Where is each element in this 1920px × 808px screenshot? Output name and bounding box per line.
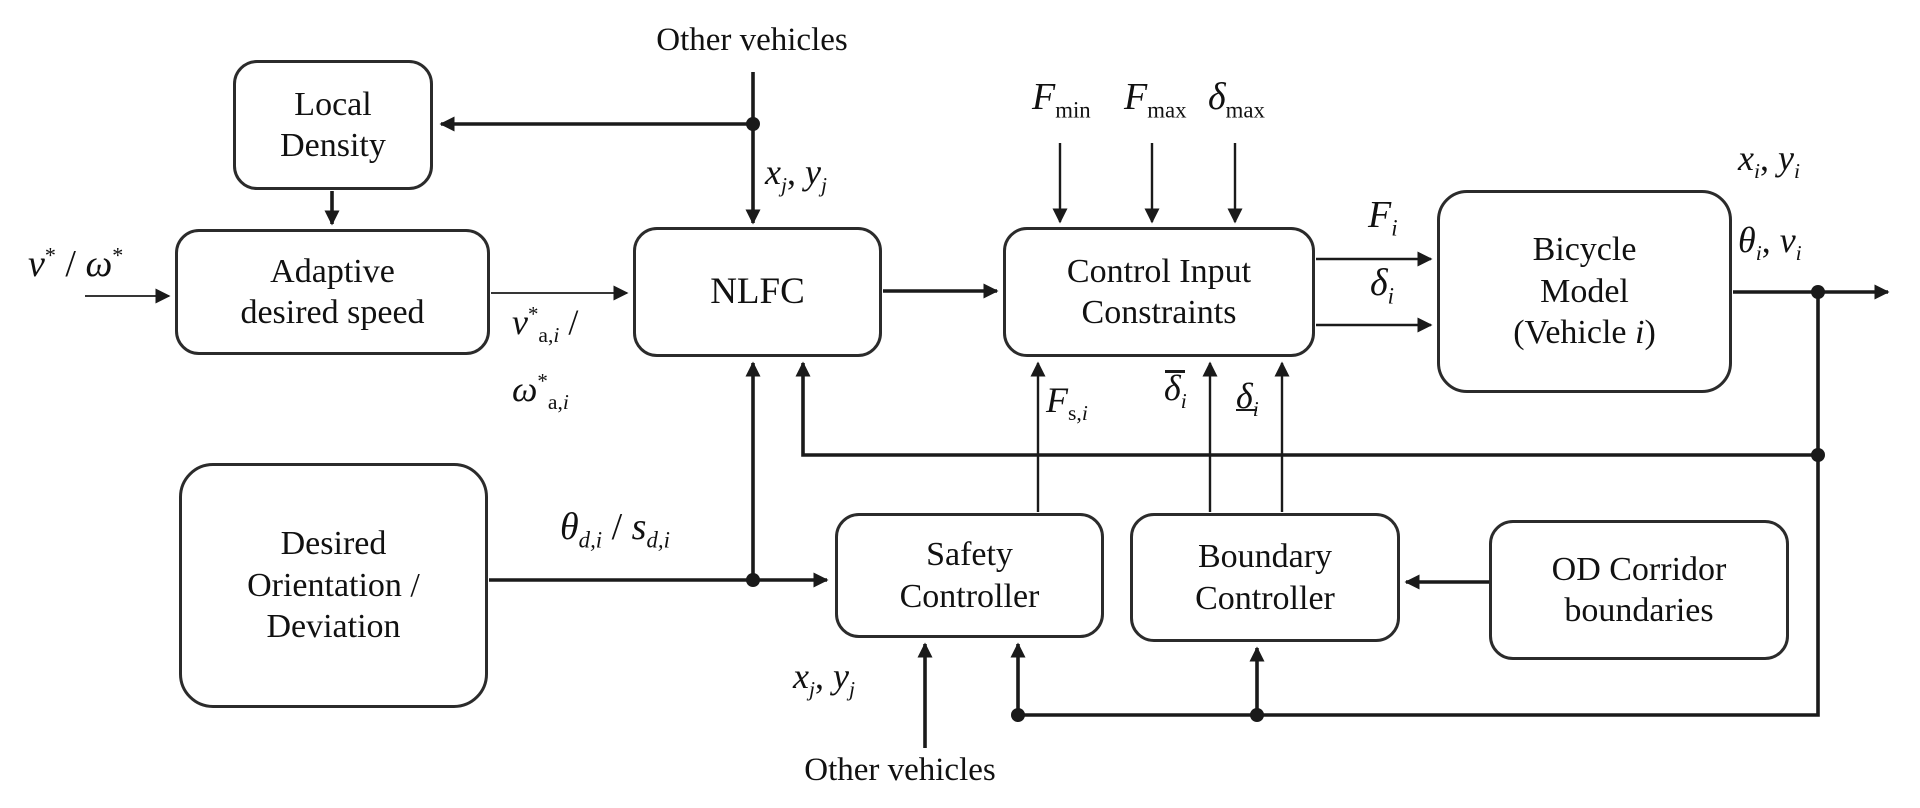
other-vehicles-top-label: Other vehicles [656, 22, 848, 58]
f-max-label: Fmax [1124, 76, 1187, 123]
junction-dot-theta-d [746, 573, 760, 587]
nlfc-box: NLFC [633, 227, 882, 357]
delta-max-label: δmax [1208, 76, 1265, 123]
line-state-feedback-to-nlfc [795, 361, 1818, 457]
v-star-omega-star-label: v* / ω* [28, 242, 124, 285]
delta-upper-i-label: δi [1164, 368, 1187, 414]
f-s-i-label: Fs,i [1046, 380, 1088, 426]
x-j-y-j-bottom-label: xj, yj [793, 656, 855, 702]
x-j-y-j-top-label: xj, yj [765, 152, 827, 198]
line-feedback-right-and-bottom [1018, 292, 1820, 717]
junction-dot-state-feedback [1811, 448, 1825, 462]
junction-dot-state-output [1811, 285, 1825, 299]
delta-lower-i-label: δi [1236, 376, 1259, 422]
junction-dot-safety-feedback [1011, 708, 1025, 722]
v-omega-a-i-star-label: v*a,i /ω*a,i [512, 302, 579, 415]
other-vehicles-bottom-label: Other vehicles [804, 752, 996, 788]
junction-dot-boundary-feedback [1250, 708, 1264, 722]
f-i-label: Fi [1368, 194, 1398, 241]
f-min-label: Fmin [1032, 76, 1091, 123]
theta-d-i-s-d-i-label: θd,i / sd,i [560, 506, 670, 553]
delta-i-label: δi [1370, 262, 1395, 309]
junction-dot-other-vehicles [746, 117, 760, 131]
theta-i-v-i-label: θi, vi [1738, 220, 1802, 266]
x-i-y-i-label: xi, yi [1738, 138, 1800, 184]
